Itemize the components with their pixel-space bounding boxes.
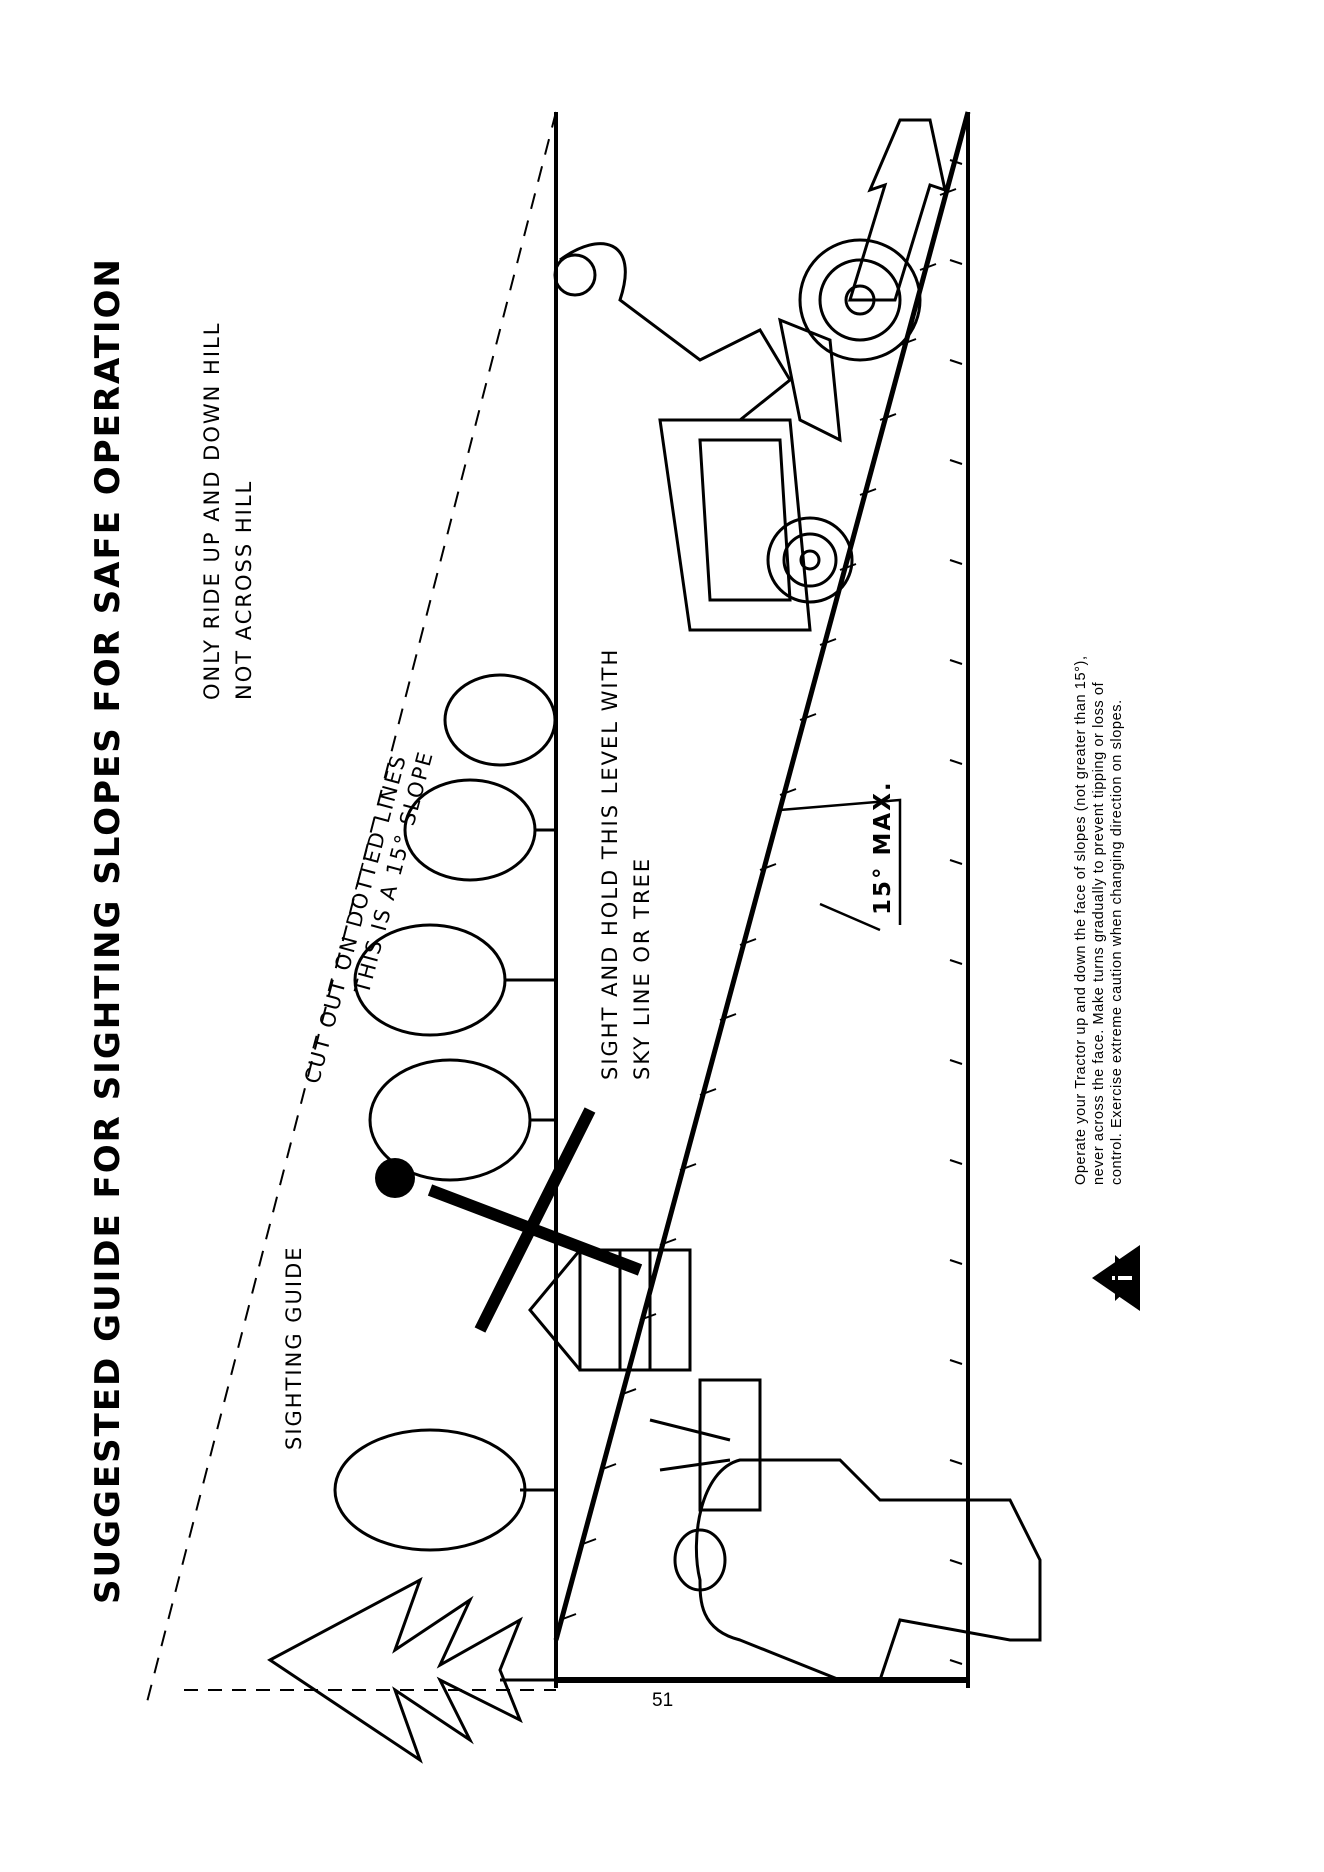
rear-wheel (798, 238, 922, 362)
page-number: 51 (652, 1690, 674, 1711)
grass-hatching (559, 159, 963, 1665)
slope-ground (553, 111, 971, 1641)
pine-tree (267, 1576, 523, 1764)
direction-arrow (847, 118, 948, 302)
house-chimney-person-head (375, 1158, 415, 1198)
house (528, 1248, 692, 1372)
front-wheel (766, 516, 854, 604)
max-pointer (779, 798, 902, 932)
cut-line (144, 111, 557, 1711)
person (649, 1378, 1042, 1682)
tractor (553, 238, 922, 632)
trees (267, 673, 557, 1764)
warning-text: Operate your Tractor up and down the fac… (1073, 655, 1125, 1185)
driver (559, 242, 792, 422)
x-mark (427, 1107, 643, 1333)
